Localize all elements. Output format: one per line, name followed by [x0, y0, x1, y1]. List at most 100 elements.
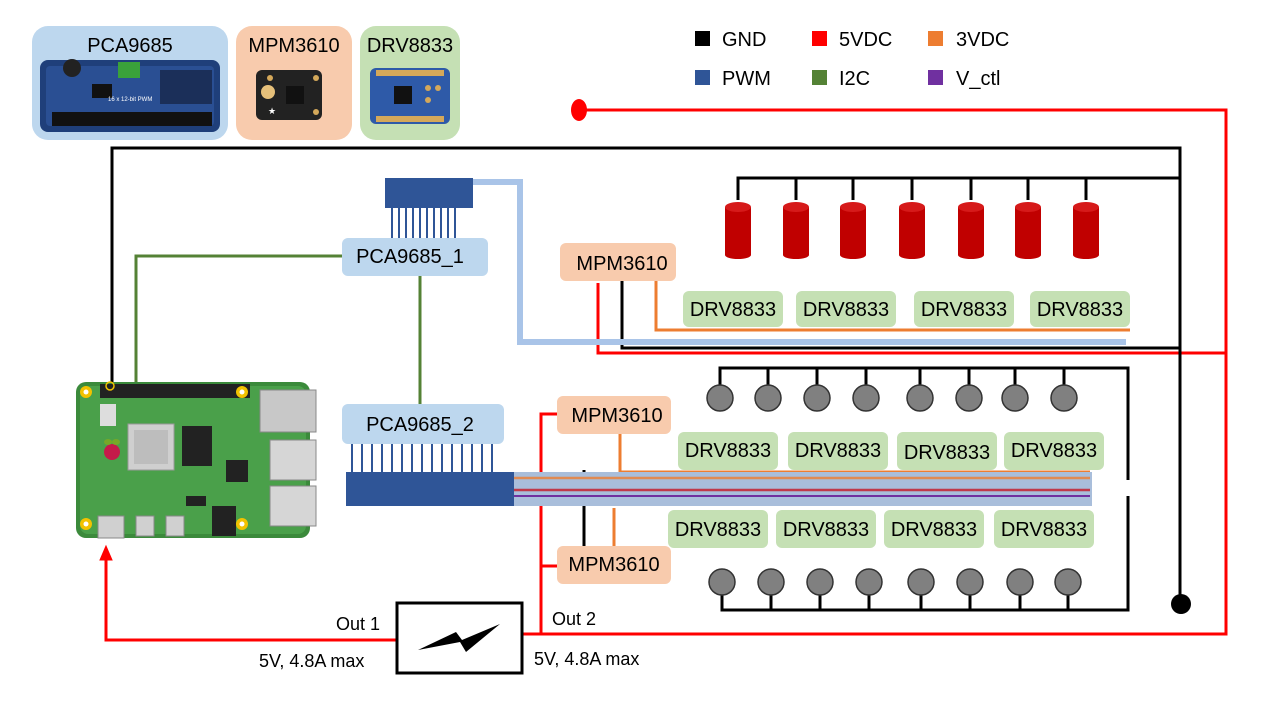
actuator-icon	[783, 202, 809, 259]
drv8833-box: DRV8833	[1001, 519, 1087, 541]
motor-icon	[1054, 568, 1082, 596]
actuator-icon	[1073, 202, 1099, 259]
card-title: PCA9685	[87, 35, 173, 57]
red-actuators	[725, 202, 1099, 259]
power-supply: Out 1 5V, 4.8A max Out 2 5V, 4.8A max	[259, 601, 639, 675]
motor-icon	[803, 384, 831, 412]
wire-5v-pi	[104, 548, 396, 642]
motor-icon	[806, 568, 834, 596]
drv8833-box: DRV8833	[1011, 440, 1097, 462]
component-card-drv8833: DRV8833	[360, 26, 460, 140]
svg-text:GND: GND	[722, 29, 766, 51]
drv8833-box: DRV8833	[795, 440, 881, 462]
svg-text:I2C: I2C	[839, 68, 870, 90]
legend-item-gnd: GND	[695, 29, 766, 51]
drv8833-board-image	[370, 68, 450, 124]
pca9685-1: PCA9685_1	[342, 178, 488, 276]
motor-icon	[855, 568, 883, 596]
arrow-to-pi	[99, 544, 113, 561]
svg-text:MPM3610: MPM3610	[571, 405, 662, 427]
wire-gnd-motors-bottom	[720, 496, 1130, 612]
v5-source-dot	[571, 99, 587, 121]
pca9685-2: PCA9685_2	[342, 404, 514, 506]
wire-gnd-mpm1	[620, 280, 1180, 350]
motor-icon	[708, 568, 736, 596]
svg-text:PWM: PWM	[722, 68, 771, 90]
legend-item-pwm: PWM	[695, 68, 771, 90]
svg-text:MPM3610: MPM3610	[576, 253, 667, 275]
drv8833-box: DRV8833	[685, 440, 771, 462]
pca9685-1-header	[385, 178, 473, 208]
drv8833-box: DRV8833	[891, 519, 977, 541]
card-title: MPM3610	[248, 35, 339, 57]
drv8833-box: DRV8833	[783, 519, 869, 541]
drv-row-3: DRV8833 DRV8833 DRV8833 DRV8833	[668, 510, 1094, 548]
legend-item-5vdc: 5VDC	[812, 29, 892, 51]
actuator-icon	[840, 202, 866, 259]
out2-label: Out 2	[552, 609, 596, 629]
drv8833-box: DRV8833	[1037, 299, 1123, 321]
pca9685-1-label: PCA9685_1	[356, 246, 464, 268]
actuator-icon	[1015, 202, 1041, 259]
wire-5v-bottom	[522, 353, 1228, 636]
gnd-junction	[1171, 594, 1191, 614]
svg-text:MPM3610: MPM3610	[568, 554, 659, 576]
wire-5v-mpm	[539, 412, 557, 634]
legend-item-3vdc: 3VDC	[928, 29, 1009, 51]
motor-icon	[1006, 568, 1034, 596]
pca9685-board-image: 16 x 12-bit PWM	[40, 59, 220, 132]
svg-text:3VDC: 3VDC	[956, 29, 1009, 51]
drv8833-box: DRV8833	[904, 442, 990, 464]
wire-i2c	[134, 254, 344, 388]
motor-icon	[757, 568, 785, 596]
out2-rating: 5V, 4.8A max	[534, 649, 639, 669]
legend: GND 5VDC 3VDC PWM I2C V_ctl	[695, 29, 1009, 90]
drv-row-1: DRV8833 DRV8833 DRV8833 DRV8833	[683, 291, 1130, 327]
component-card-pca9685: PCA9685 16 x 12-bit PWM	[32, 26, 228, 140]
drv-row-2: DRV8833 DRV8833 DRV8833 DRV8833	[678, 432, 1104, 470]
actuator-icon	[958, 202, 984, 259]
wires	[99, 99, 1228, 642]
drv8833-box: DRV8833	[803, 299, 889, 321]
wire-3v-top	[654, 280, 1130, 332]
motors-top-row	[706, 384, 1078, 412]
svg-text:5VDC: 5VDC	[839, 29, 892, 51]
motor-icon	[852, 384, 880, 412]
drv8833-box: DRV8833	[921, 299, 1007, 321]
motor-icon	[906, 384, 934, 412]
mpm3610-bottom: MPM3610	[557, 546, 671, 584]
svg-text:★: ★	[268, 106, 276, 116]
raspberry-pi-logo-icon	[104, 439, 120, 460]
svg-text:V_ctl: V_ctl	[956, 68, 1000, 90]
motor-icon	[956, 568, 984, 596]
raspberry-pi-board	[76, 381, 317, 539]
pca9685-2-label: PCA9685_2	[366, 414, 474, 436]
drv8833-box: DRV8833	[690, 299, 776, 321]
motor-icon	[907, 568, 935, 596]
pca9685-2-header	[346, 472, 514, 506]
wire-gnd-leds	[736, 176, 1180, 200]
mpm3610-middle: MPM3610	[557, 396, 671, 434]
motor-icon	[1001, 384, 1029, 412]
drv8833-box: DRV8833	[675, 519, 761, 541]
card-title: DRV8833	[367, 35, 453, 57]
wire-gnd-motors-top	[718, 366, 1130, 480]
legend-item-vctl: V_ctl	[928, 68, 1000, 90]
motors-bottom-row	[708, 568, 1082, 596]
mpm3610-top: MPM3610	[560, 243, 676, 281]
actuator-icon	[899, 202, 925, 259]
component-card-mpm3610: MPM3610 ★	[236, 26, 352, 140]
legend-item-i2c: I2C	[812, 68, 870, 90]
pca9685-board-text: 16 x 12-bit PWM	[108, 97, 152, 103]
motor-icon	[754, 384, 782, 412]
motor-icon	[1050, 384, 1078, 412]
lightning-icon	[418, 624, 500, 652]
motor-icon	[706, 384, 734, 412]
wire-gnd-main	[110, 146, 1182, 600]
motor-icon	[955, 384, 983, 412]
out1-rating: 5V, 4.8A max	[259, 651, 364, 671]
mpm3610-board-image: ★	[256, 70, 322, 120]
wire-pwm-top	[472, 179, 1126, 345]
out1-label: Out 1	[336, 614, 380, 634]
